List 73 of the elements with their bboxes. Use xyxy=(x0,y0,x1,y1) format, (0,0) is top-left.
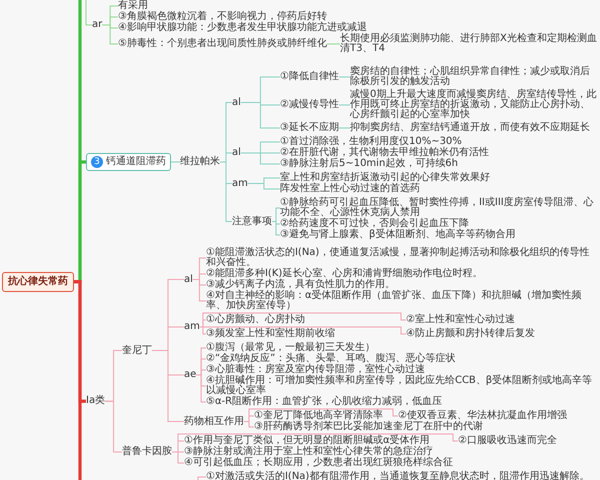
topic-text: ③延长不应期 xyxy=(280,123,339,133)
branch-line xyxy=(198,476,206,480)
topic-text: ②减慢传导性 xyxy=(280,100,339,110)
topic-text: al xyxy=(232,148,241,158)
topic-text: ②给药速度不可过快，否则会引起血压下降 xyxy=(280,219,469,229)
topic-text: ae xyxy=(184,370,196,380)
topic-text: ②室上性和室性心动过速 xyxy=(406,315,515,325)
topic-text: ③频发室上性和室性期前收缩 xyxy=(206,329,335,339)
topic-text: ④可引起低血压；长期应用，少数患者出现红斑狼疮样综合征 xyxy=(184,458,453,468)
branch-line xyxy=(196,374,206,402)
branch-line xyxy=(240,152,280,164)
topic-text: 阵发性室上性心动过速的首选药 xyxy=(280,184,420,194)
topic-text: ①首过消除强，生物利用度仅10%~30% xyxy=(280,137,462,147)
topic-text: ②口服吸收迅速而完全 xyxy=(458,436,557,446)
topic-box xyxy=(86,152,171,172)
topic-text: ③静脉注射或滴注用于室上性和室性心律失常的急症治疗 xyxy=(184,447,433,457)
topic-text: 室上性和房室结折返激动引起的心律失常效果好 xyxy=(280,173,490,183)
topic-text: ⑤肺毒性：个别患者出现间质性肺炎或肺纤维化 xyxy=(118,39,327,49)
topic-text: 普鲁卡因胺 xyxy=(122,447,172,457)
topic-text: ③避免与肾上腺素、β受体阻断剂、地高辛等药物合用 xyxy=(280,230,516,240)
topic-text: 奎尼丁 xyxy=(122,346,152,356)
topic-text: ③角膜褐色微粒沉着，不影响视力，停药后好转 xyxy=(118,12,327,22)
topic-text: 药物相互作用 xyxy=(184,416,244,426)
branch-line xyxy=(199,326,406,334)
topic-text: 窦房结的自律性；心肌组织异常自律性；减少或取消后除极所引发的触发活动 xyxy=(350,67,598,87)
number-badge: 3 xyxy=(91,156,103,168)
topic-text: al xyxy=(232,98,241,108)
branch-line xyxy=(172,452,184,464)
branch-line xyxy=(192,279,206,302)
branch-line xyxy=(102,24,118,44)
trunk-line xyxy=(74,280,82,480)
topic-text: 长期使用必须监测肺功能、进行肺部X光检查和定期检测血清T3、T4 xyxy=(340,34,598,54)
topic-text: ar xyxy=(92,20,102,30)
topic-text: ⑤α-R阻断作用：血管扩张，心肌收缩力减弱，低血压 xyxy=(206,397,442,407)
topic-text: ④对自主神经的影响：α受体阻断作用（血管扩张、血压下降）和抗胆碱（增加窦性频率、加快房室传导） xyxy=(206,291,598,311)
branch-line xyxy=(104,400,122,452)
branch-line xyxy=(220,162,232,222)
branch-line xyxy=(240,102,280,128)
branch-line xyxy=(338,104,350,106)
topic-text: ①腹泻（最常见，一般最初三天发生） xyxy=(206,343,375,353)
central-topic-box: 抗心律失常药 xyxy=(2,272,74,292)
topic-text: ④防止房颤和房扑转律后复发 xyxy=(406,329,535,339)
topic-text: ④抗胆碱作用：可增加窦性频率和房室传导，因此应先给CCB、β受体阻断剂或地高辛等以减慢心室率 xyxy=(206,376,598,396)
topic-text: ②在肝脏代谢，其代谢物去甲维拉帕米仍有活性 xyxy=(280,148,489,158)
topic-text: am xyxy=(184,322,200,332)
topic-text: 有采用 xyxy=(118,1,148,11)
topic-text: ②能阻滞多种I(K)延长心室、心房和浦肯野细胞动作电位时程。 xyxy=(206,269,482,279)
topic-text: Ia类 xyxy=(86,396,106,406)
topic-text: ①静脉给药可引起血压降低、暂时窦性停搏，II或III度房室传导阻滞、心功能不全、心源性休克病人禁用 xyxy=(280,198,598,218)
topic-text: ①能阻滞激活状态的I(Na)，使通道复活减慢，显著抑制起搏活动和除极化组织的传导性和兴奋性。 xyxy=(206,248,598,268)
topic-text: ①降低自律性 xyxy=(280,72,339,82)
topic-text: ③减少钙离子内流，具有负性肌力的作用。 xyxy=(206,280,395,290)
topic-text: ②“金鸡纳反应”：头痛、头晕、耳鸣、腹泻、恶心等症状 xyxy=(206,354,456,364)
topic-text: ③肝药酶诱导剂苯巴比妥能加速奎尼丁在肝中的代谢 xyxy=(254,422,483,432)
branch-line xyxy=(244,421,254,428)
topic-text: 维拉帕米 xyxy=(180,157,220,167)
topic-text: 减慢0期上升最大速度而减慢窦房结、房室结传导性，此作用既可终止房室结的折返激动，又能防止心房扑动、心房纤颤引起的心室率加快 xyxy=(350,90,598,120)
topic-text: ①奎尼丁降低地高辛肾清除率 xyxy=(254,411,383,421)
topic-text: ①作用与奎尼丁类似，但无明显的阻断胆碱或α受体作用 xyxy=(184,436,430,446)
topic-text: ①心房颤动、心房扑动 xyxy=(206,315,305,325)
topic-text: 抑制窦房结、房室结钙通道开放，而使有效不应期延长 xyxy=(350,123,590,133)
topic-text: ④影响甲状腺功能：少数患者发生甲状腺功能亢进或减退 xyxy=(118,23,367,33)
topic-text: ②使双香豆素、华法林抗凝血作用增强 xyxy=(398,411,567,421)
branch-line xyxy=(86,0,92,26)
topic-label: 钙通道阻滞药 xyxy=(106,156,166,167)
topic-text: 注意事项 xyxy=(232,216,272,226)
topic-text: ③静脉注射后5~10min起效，可持续6h xyxy=(280,159,458,169)
branch-line xyxy=(247,183,280,190)
branch-line xyxy=(272,221,280,236)
topic-text: ③心脏毒性：房室及室内传导阻滞，室性心动过速 xyxy=(206,365,425,375)
topic-text: al xyxy=(184,274,193,284)
topic-text: am xyxy=(232,178,248,188)
branch-line xyxy=(338,76,350,78)
